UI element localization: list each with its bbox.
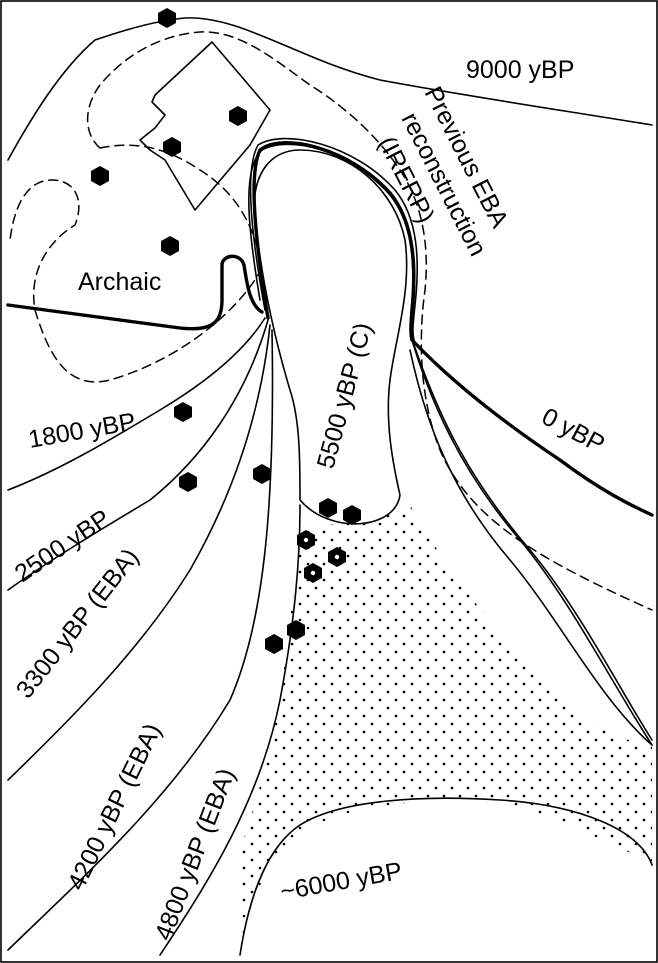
archaic-boundary [6,254,264,331]
hollow-site-markers [297,530,346,583]
site-marker[interactable] [253,464,271,484]
promontory-outer-2 [249,137,419,341]
coastline-4800 [159,504,301,956]
coastline-6000 [239,797,653,956]
site-marker[interactable] [161,236,179,256]
label-1800: 1800 yBP [26,408,138,454]
promontory-outer-3 [252,141,416,342]
coastline-east-b [413,344,653,741]
coastline-1800 [7,317,266,491]
site-marker[interactable] [319,498,337,518]
site-markers [91,8,361,654]
building-outline [139,41,271,211]
site-marker[interactable] [287,620,305,640]
site-marker[interactable] [158,8,176,28]
label-5500: 5500 yBP (C) [312,320,378,472]
site-marker[interactable] [343,505,361,525]
site-marker[interactable] [265,634,283,654]
label-6000: ~6000 yBP [278,857,404,906]
label-9000: 9000 yBP [466,56,574,84]
site-marker[interactable] [174,402,192,422]
site-marker[interactable] [179,472,197,492]
previous-eba-dashed-loop [9,144,263,383]
site-marker[interactable] [229,106,247,126]
coastline-0 [410,338,654,517]
promontory-5500 [253,149,408,525]
site-marker[interactable] [91,166,109,186]
label-archaic: Archaic [78,268,161,296]
coastline-3300 [7,324,271,781]
coastline-9000 [7,17,653,161]
coastline-east-c [409,349,653,746]
coastline-east-a [411,339,653,746]
coastline-2500 [7,319,269,591]
site-marker[interactable] [163,137,181,157]
stippled-area [240,505,652,950]
